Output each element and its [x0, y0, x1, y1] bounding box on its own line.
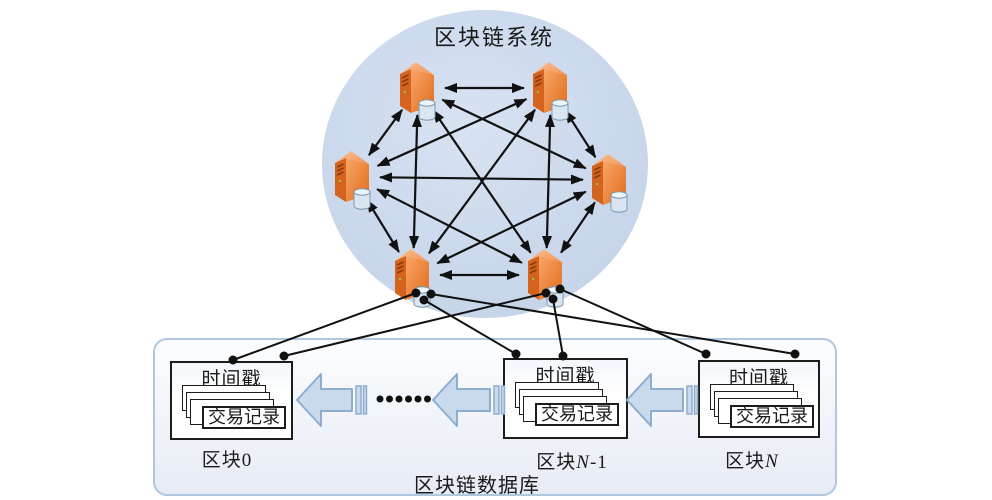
drive-bay-slot	[534, 78, 542, 83]
block-card-n: 时间戳 交易记录	[698, 360, 820, 438]
database-cylinder-icon	[353, 188, 371, 210]
drive-bay-slot	[534, 82, 542, 87]
timestamp-label: 时间戳	[201, 369, 262, 390]
database-panel-label: 区块链数据库	[414, 475, 540, 497]
server-top-face	[395, 249, 429, 262]
drive-bay-slot	[401, 74, 409, 79]
cylinder-top	[610, 191, 628, 199]
power-led	[531, 277, 535, 281]
drive-bay-slot	[396, 265, 404, 270]
cylinder-body	[353, 192, 371, 210]
drive-bay-slot	[336, 163, 344, 168]
server-node-icon	[335, 151, 371, 210]
block-card-0: 时间戳 交易记录	[170, 361, 293, 440]
database-cylinder-icon	[546, 286, 564, 308]
timestamp-label: 时间戳	[535, 366, 596, 387]
drive-bay-slot	[593, 174, 601, 179]
server-node-icon	[400, 62, 436, 121]
block-label-0: 区块0	[201, 450, 253, 471]
page-title: 区块链系统	[433, 25, 555, 50]
drive-bay-slot	[336, 167, 344, 172]
drive-bay-slot	[529, 269, 537, 274]
transaction-record-box: 交易记录	[535, 403, 619, 426]
drive-bay-slot	[593, 166, 601, 171]
cylinder-top	[418, 99, 436, 107]
drive-bay-slot	[401, 82, 409, 87]
power-led	[403, 90, 407, 94]
p2p-connection-arrow	[564, 109, 597, 159]
power-led	[595, 182, 599, 186]
server-top-face	[528, 249, 562, 262]
cylinder-top	[546, 286, 564, 294]
server-top-face	[400, 62, 434, 75]
drive-bay-slot	[534, 74, 542, 79]
transaction-record-box: 交易记录	[730, 405, 814, 428]
p2p-connection-arrow	[379, 172, 584, 185]
database-cylinder-icon	[413, 286, 431, 308]
power-led	[536, 90, 540, 94]
drive-bay-slot	[593, 170, 601, 175]
drive-bay-slot	[396, 269, 404, 274]
cylinder-top	[551, 99, 569, 107]
cylinder-body	[551, 103, 569, 121]
server-node-icon	[592, 154, 628, 213]
database-cylinder-icon	[418, 99, 436, 121]
server-top-face	[592, 154, 626, 167]
transaction-record-box: 交易记录	[202, 406, 286, 429]
block-card-n-1: 时间戳 交易记录	[503, 358, 628, 439]
cylinder-top	[353, 188, 371, 196]
power-led	[398, 277, 402, 281]
block-label-n: 区块N	[725, 451, 779, 472]
cylinder-body	[610, 195, 628, 213]
server-node-icon	[533, 62, 569, 121]
cylinder-top	[413, 286, 431, 294]
timestamp-label: 时间戳	[728, 368, 789, 389]
server-top-face	[335, 151, 369, 164]
server-top-face	[533, 62, 567, 75]
drive-bay-slot	[529, 261, 537, 266]
database-cylinder-icon	[610, 191, 628, 213]
drive-bay-slot	[336, 171, 344, 176]
p2p-connection-arrow	[560, 201, 596, 254]
drive-bay-slot	[401, 78, 409, 83]
block-label-n-1: 区块N-1	[536, 452, 608, 473]
cylinder-body	[418, 103, 436, 121]
drive-bay-slot	[396, 261, 404, 266]
drive-bay-slot	[529, 265, 537, 270]
power-led	[338, 179, 342, 183]
database-cylinder-icon	[551, 99, 569, 121]
